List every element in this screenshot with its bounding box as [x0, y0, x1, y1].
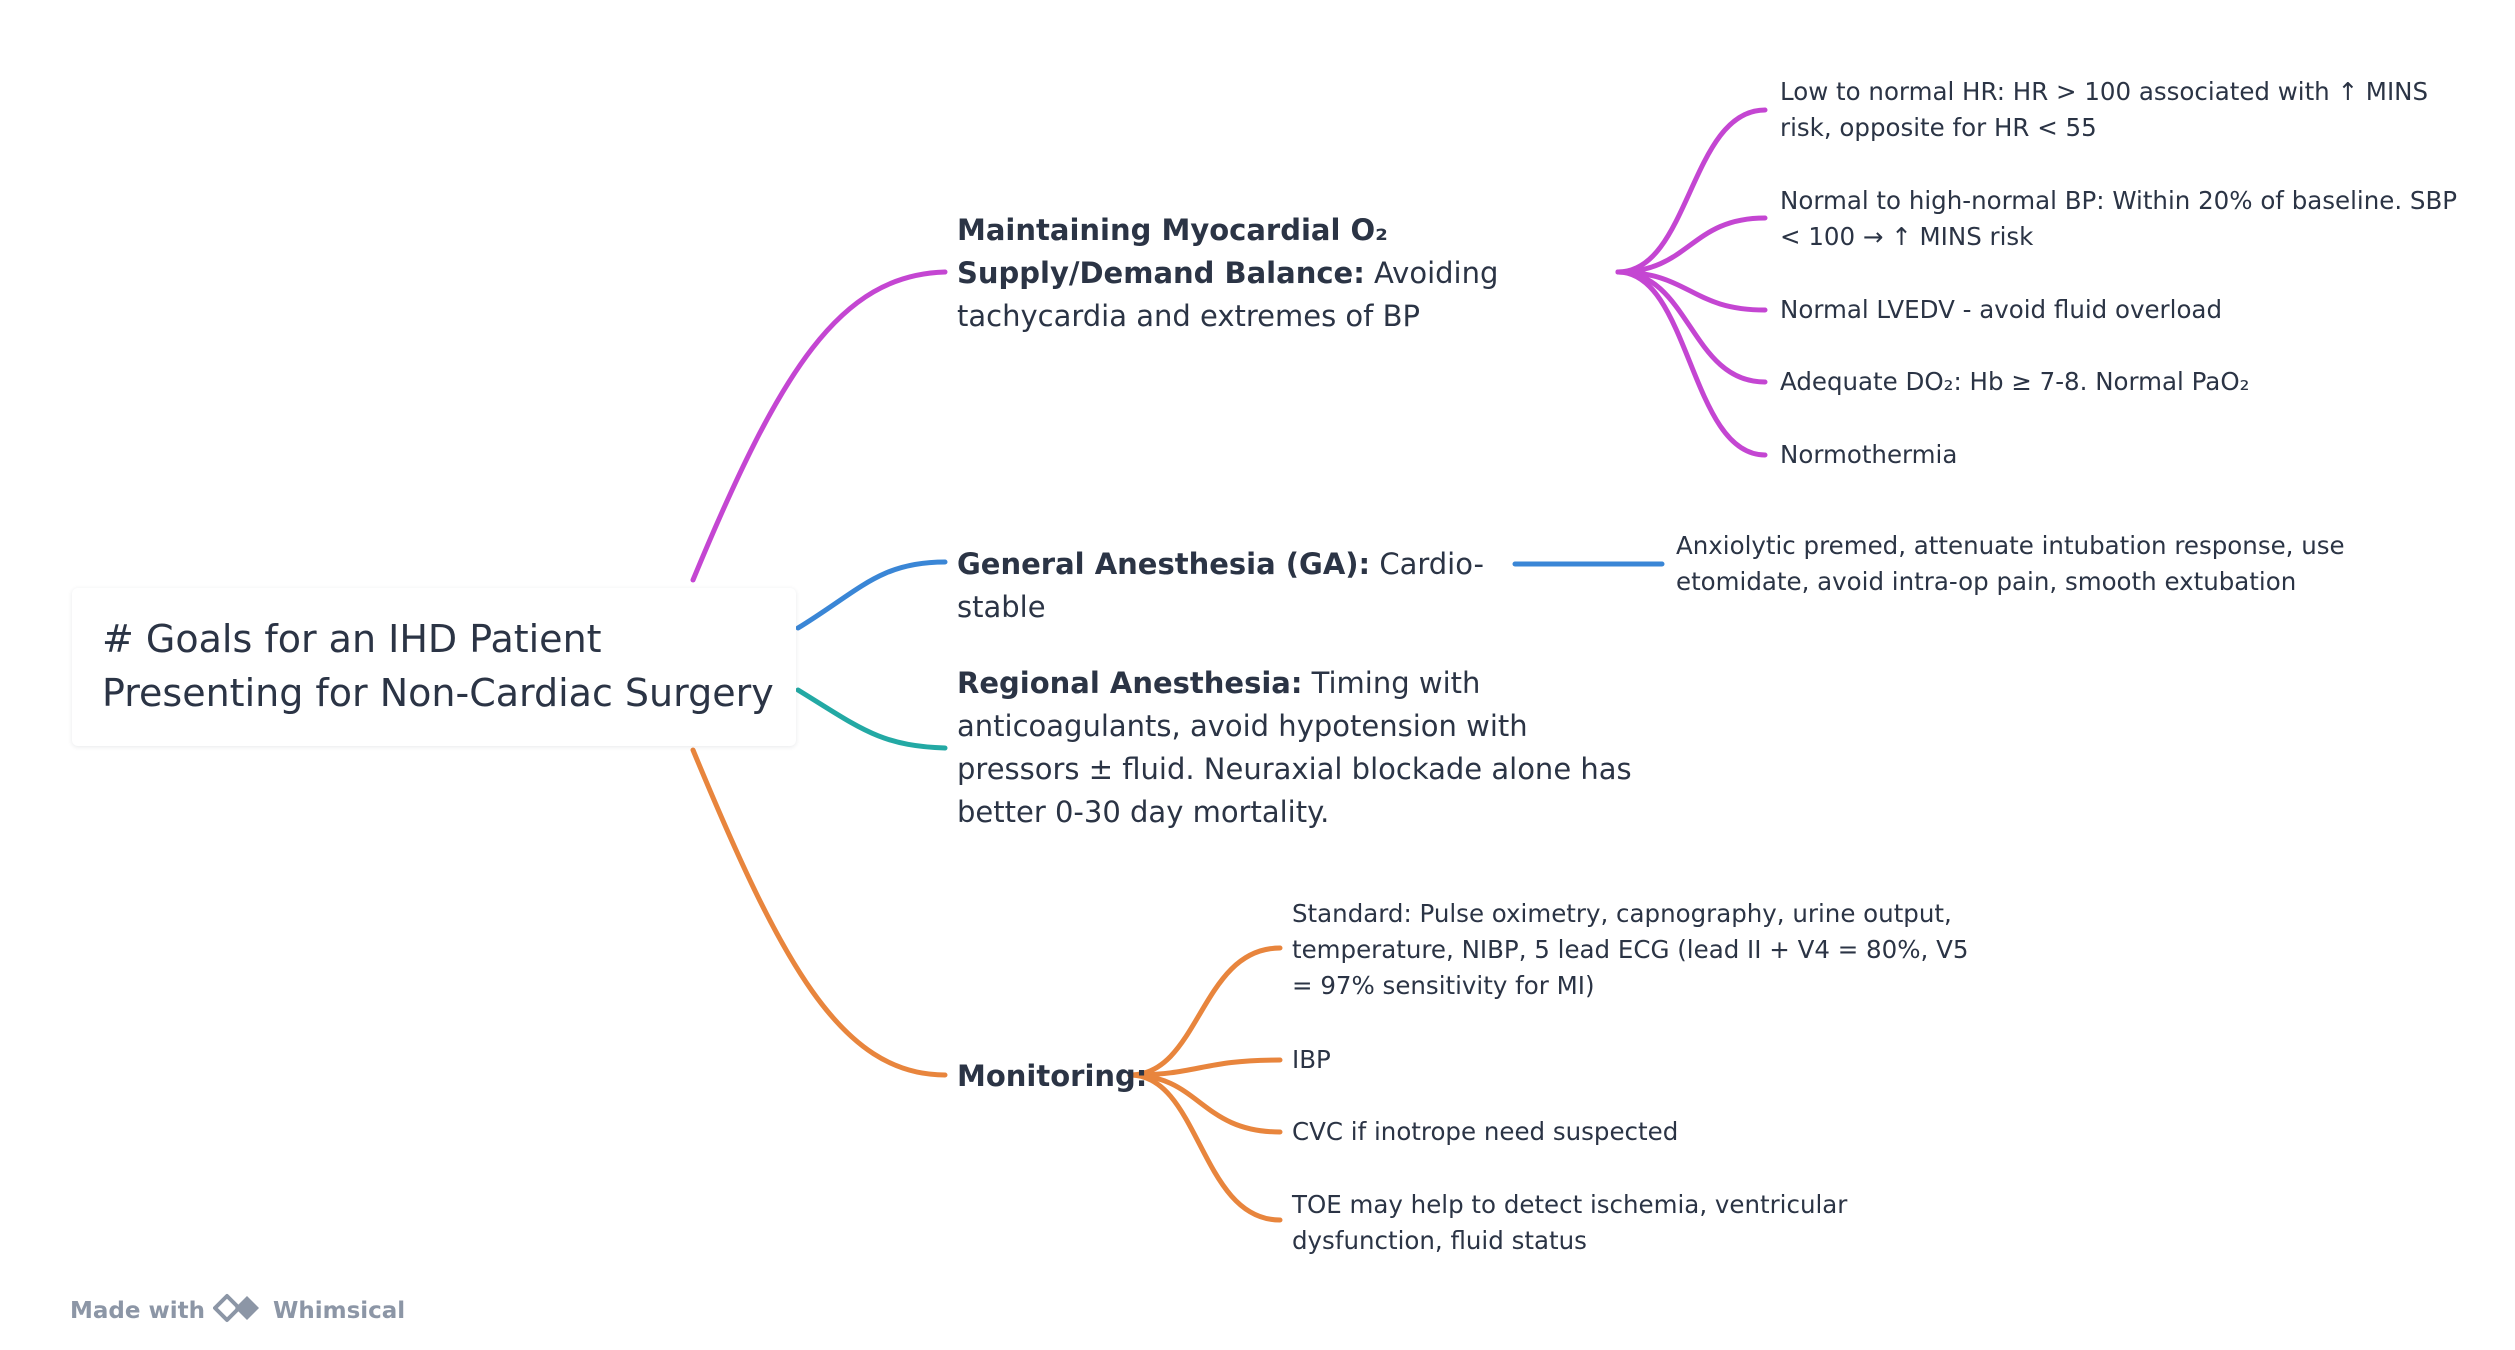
branch-ga[interactable]: General Anesthesia (GA): Cardio-stable	[957, 543, 1517, 629]
root-node[interactable]: # Goals for an IHD Patient Presenting fo…	[72, 588, 796, 746]
monitoring-leaf-1[interactable]: Standard: Pulse oximetry, capnography, u…	[1292, 899, 1969, 1000]
branch-balance-heading: Maintaining Myocardial O₂ Supply/Demand …	[957, 213, 1388, 290]
balance-leaf-4[interactable]: Adequate DO₂: Hb ≥ 7-8. Normal PaO₂	[1780, 367, 2250, 396]
balance-leaf-2[interactable]: Normal to high-normal BP: Within 20% of …	[1780, 186, 2458, 251]
edge-balance-leaf-4	[1615, 269, 1768, 385]
edge-balance-leaf-3	[1615, 269, 1768, 313]
branch-balance[interactable]: Maintaining Myocardial O₂ Supply/Demand …	[957, 209, 1612, 338]
balance-leaf-3[interactable]: Normal LVEDV - avoid fluid overload	[1780, 295, 2222, 324]
edge-root-monitoring	[690, 747, 948, 1078]
whimsical-logo-icon	[212, 1292, 265, 1330]
edge-balance-leaf-1	[1615, 107, 1768, 275]
monitoring-leaf-3[interactable]: CVC if inotrope need suspected	[1292, 1117, 1679, 1146]
edge-balance-leaf-5	[1615, 269, 1768, 458]
made-with-label: Made with	[70, 1298, 205, 1324]
edge-monitoring-leaf-3	[1127, 1072, 1283, 1135]
monitoring-leaf-2[interactable]: IBP	[1292, 1045, 1331, 1074]
edge-root-balance	[690, 269, 948, 583]
branch-regional-heading: Regional Anesthesia:	[957, 666, 1303, 700]
branch-balance-text: Avoiding tachycardia and extremes of BP	[957, 256, 1499, 333]
edge-root-ga	[795, 559, 948, 631]
balance-leaf-1[interactable]: Low to normal HR: HR > 100 associated wi…	[1780, 77, 2429, 142]
branch-regional[interactable]: Regional Anesthesia: Timing with anticoa…	[957, 662, 1647, 834]
edge-monitoring-leaf-1	[1127, 945, 1283, 1078]
root-title: # Goals for an IHD Patient Presenting fo…	[102, 617, 774, 715]
edge-monitoring-leaf-2	[1127, 1057, 1283, 1078]
branch-regional-text: Timing with anticoagulants, avoid hypote…	[957, 666, 1632, 829]
edge-balance-leaf-2	[1615, 215, 1768, 275]
edge-root-regional	[795, 687, 948, 751]
branch-ga-text: Cardio-stable	[957, 547, 1484, 624]
whimsical-brand-label: Whimsical	[272, 1298, 406, 1324]
made-with-whimsical-badge[interactable]: Made with Whimsical	[70, 1292, 405, 1330]
edge-monitoring-leaf-4	[1127, 1072, 1283, 1223]
branch-ga-heading: General Anesthesia (GA):	[957, 547, 1371, 581]
ga-leaf-1[interactable]: Anxiolytic premed, attenuate intubation …	[1676, 531, 2345, 596]
branch-monitoring-heading: Monitoring:	[957, 1059, 1148, 1093]
monitoring-leaf-4[interactable]: TOE may help to detect ischemia, ventric…	[1292, 1190, 1848, 1255]
balance-leaf-5[interactable]: Normothermia	[1780, 440, 1958, 469]
branch-monitoring[interactable]: Monitoring:	[957, 1055, 1147, 1098]
